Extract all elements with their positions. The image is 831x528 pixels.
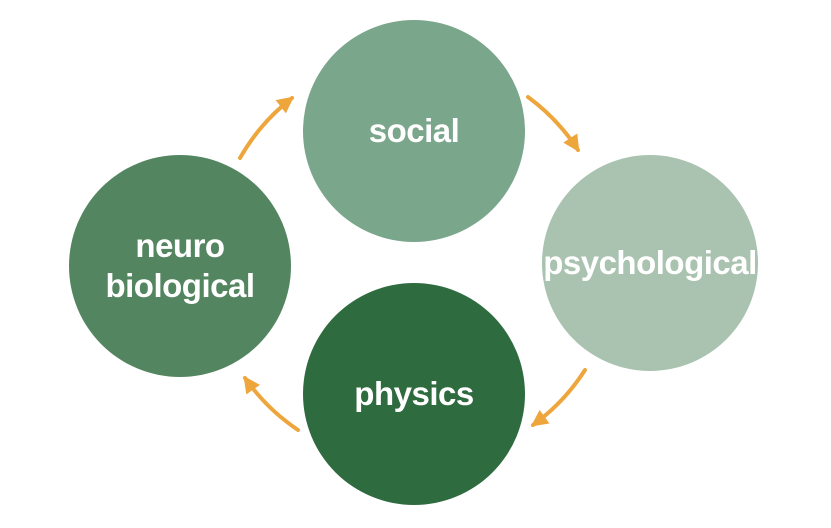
node-social-label: social — [368, 111, 460, 149]
node-neuro-biological: neuro biological — [69, 155, 291, 377]
arrow-social-to-psychological — [526, 95, 580, 153]
arrow-psychological-to-physics — [530, 368, 587, 427]
node-social: social — [303, 20, 525, 242]
arrow-neuro-to-social — [238, 96, 294, 160]
node-physics: physics — [303, 283, 525, 505]
node-psychological: psychological — [542, 155, 758, 371]
arrow-physics-to-neuro — [243, 375, 300, 432]
node-physics-label: physics — [354, 374, 474, 412]
node-psychological-label: psychological — [543, 243, 757, 281]
node-neuro-biological-label: neuro biological — [105, 226, 255, 304]
